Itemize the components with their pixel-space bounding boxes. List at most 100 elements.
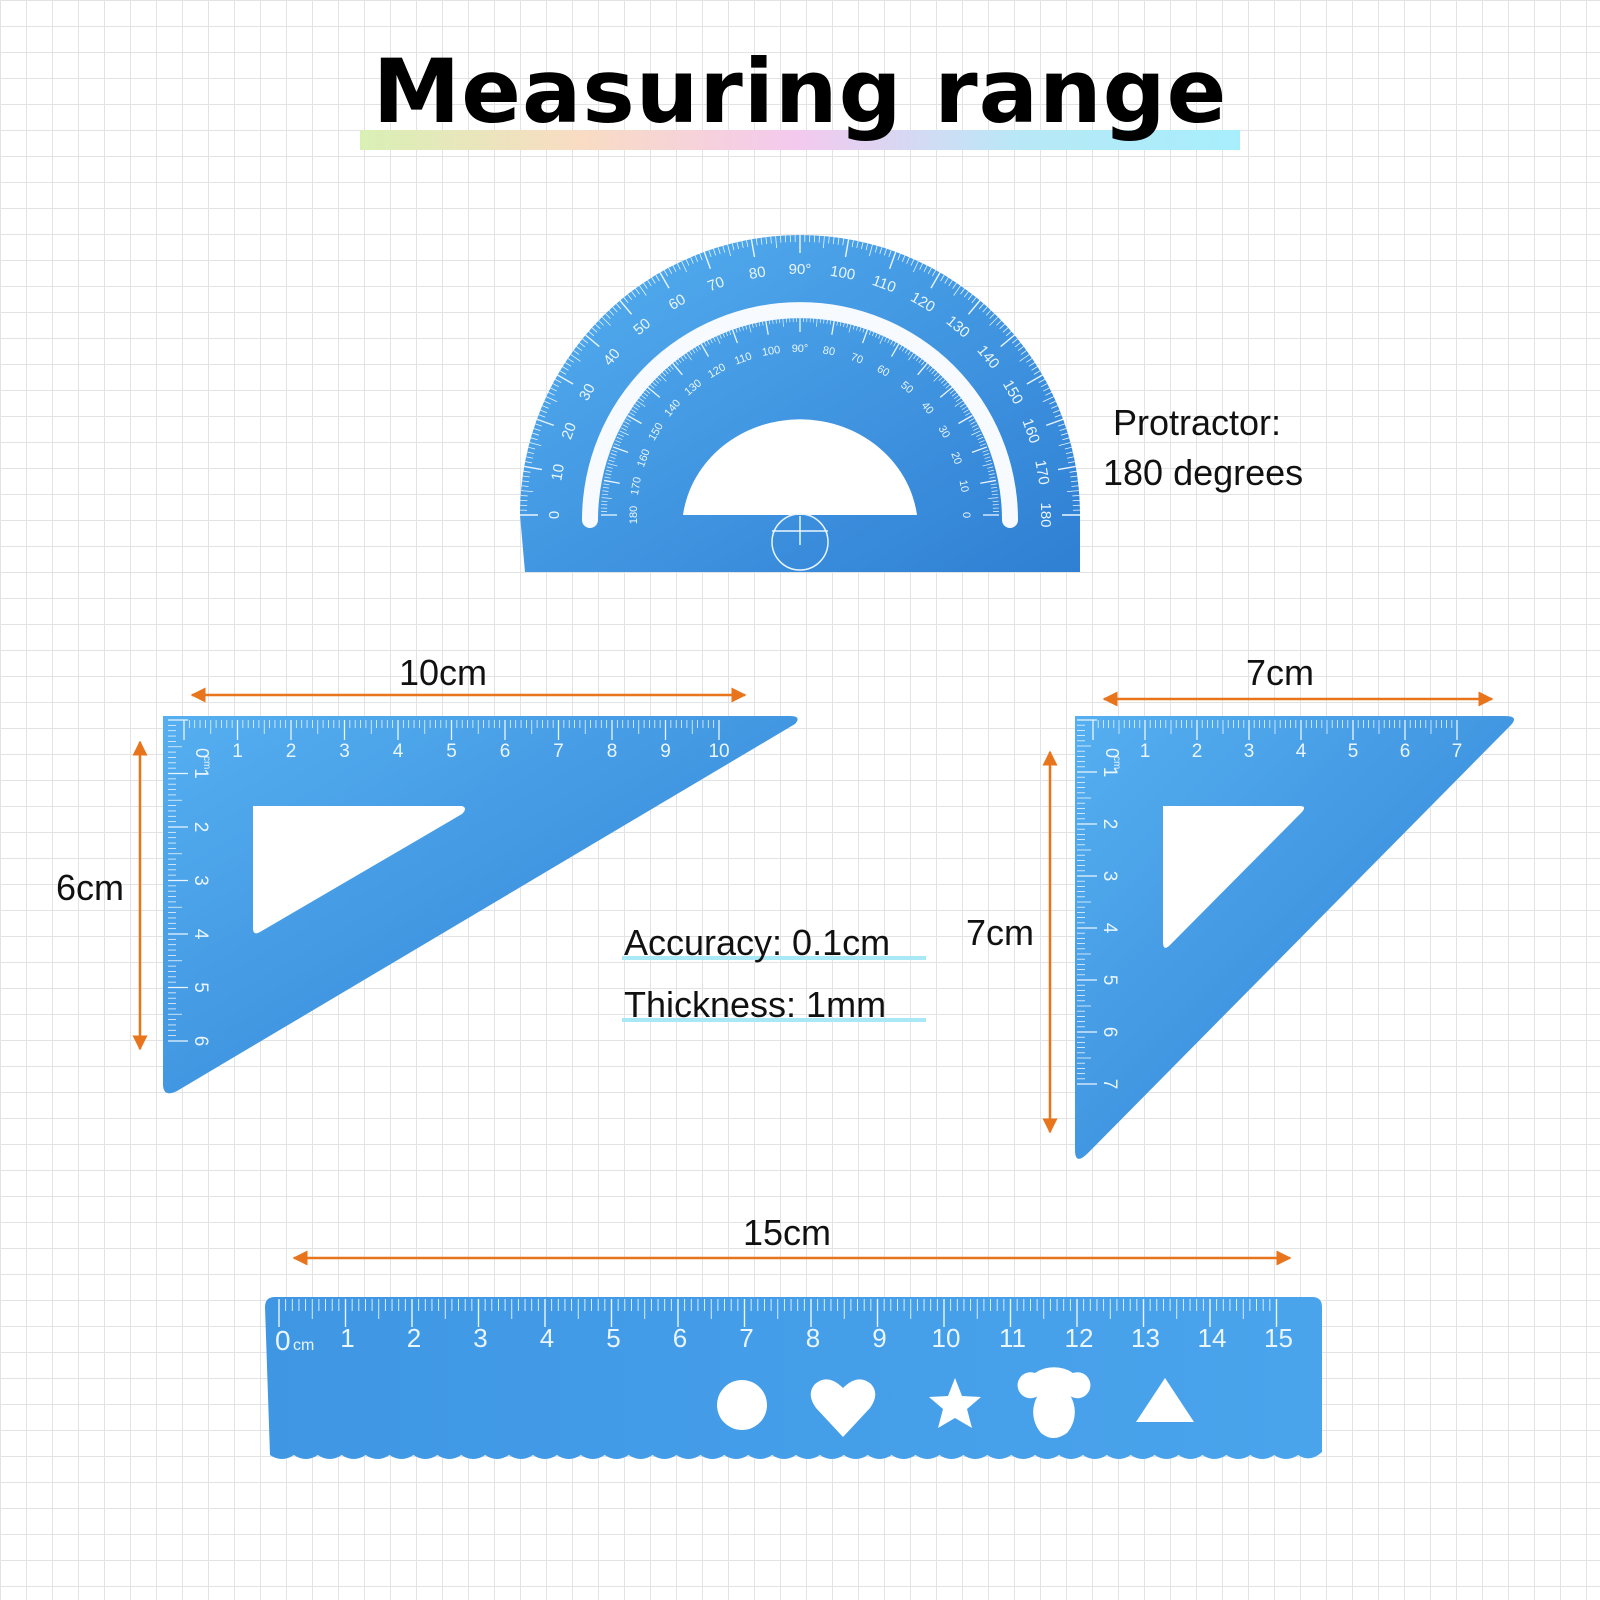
- tick-mark: [606, 466, 613, 469]
- tick-mark: [836, 319, 839, 326]
- tick-mark: [579, 342, 586, 348]
- tick-mark: [647, 386, 661, 398]
- tick-mark: [816, 316, 818, 327]
- tick-mark: [826, 317, 829, 324]
- tick-mark: [977, 436, 984, 440]
- tick-mark: [612, 306, 618, 313]
- tick-mark: [573, 350, 580, 355]
- tick-mark: [1049, 400, 1056, 405]
- ruler-label: 4: [540, 1323, 554, 1353]
- tick-mark: [741, 241, 744, 249]
- protractor-ticks: [520, 235, 1080, 516]
- protractor-inner-label: 60: [875, 363, 892, 380]
- tick-mark: [865, 243, 869, 251]
- ruler-label: 6: [673, 1323, 687, 1353]
- tick-mark: [690, 257, 694, 264]
- tick-mark: [1066, 456, 1074, 459]
- tick-mark: [778, 317, 781, 324]
- tick-mark: [525, 461, 533, 464]
- tick-mark: [982, 306, 988, 313]
- tick-mark: [842, 238, 845, 246]
- tick-mark: [923, 265, 928, 272]
- tick-mark: [661, 371, 667, 377]
- tick-mark: [968, 418, 975, 422]
- tri-b-side-label: 5: [1099, 975, 1120, 986]
- tick-mark: [718, 333, 722, 339]
- title-underline: [360, 130, 1240, 150]
- tick-mark: [530, 437, 538, 441]
- tick-mark: [669, 364, 674, 370]
- tick-mark: [887, 337, 891, 344]
- heart-icon: [810, 1379, 876, 1437]
- tick-mark: [764, 318, 769, 335]
- tick-mark: [602, 490, 609, 492]
- tick-mark: [879, 247, 883, 255]
- tick-mark: [868, 329, 872, 335]
- triangle-b-zero-label: 0: [1102, 748, 1122, 758]
- protractor-inner-label: 90°: [792, 343, 809, 355]
- tick-mark: [532, 432, 540, 436]
- tick-mark: [585, 334, 600, 348]
- ruler-unit-label: cm: [293, 1337, 314, 1354]
- tick-mark: [602, 493, 609, 496]
- protractor-outer-label: 180: [1037, 502, 1054, 527]
- tick-mark: [611, 449, 618, 453]
- tick-mark: [976, 433, 982, 437]
- tick-mark: [647, 279, 652, 287]
- tick-mark: [1070, 475, 1078, 478]
- tick-mark: [709, 337, 713, 344]
- tick-mark: [603, 483, 610, 486]
- tick-mark: [955, 397, 962, 402]
- tick-mark: [703, 340, 707, 347]
- tick-mark: [971, 446, 988, 454]
- tick-mark: [697, 344, 701, 350]
- tick-mark: [771, 317, 774, 324]
- tick-mark: [1011, 338, 1018, 344]
- tick-mark: [676, 263, 681, 270]
- tick-mark: [605, 313, 611, 319]
- tri-b-top-label: 2: [1192, 741, 1203, 762]
- tick-mark: [775, 317, 777, 324]
- tick-mark: [582, 338, 589, 344]
- protractor-inner-label: 20: [948, 450, 963, 466]
- tick-mark: [954, 400, 964, 407]
- tick-mark: [971, 424, 978, 428]
- tick-mark: [608, 309, 615, 316]
- tick-mark: [985, 459, 992, 463]
- tick-mark: [1069, 470, 1077, 473]
- tick-mark: [691, 347, 696, 354]
- tick-mark: [591, 327, 598, 333]
- tick-mark: [906, 257, 910, 264]
- triangle-a-zero-label: 0: [192, 748, 212, 758]
- tri-a-top-label: 9: [660, 741, 671, 762]
- tick-mark: [945, 384, 951, 389]
- tick-mark: [1052, 409, 1060, 414]
- tick-mark: [552, 383, 560, 388]
- ruler-label: 1: [340, 1323, 354, 1353]
- tick-mark: [557, 374, 574, 385]
- tick-mark: [1057, 465, 1076, 471]
- tri-b-side-label: 2: [1099, 819, 1120, 830]
- tick-mark: [938, 376, 944, 382]
- tick-mark: [1059, 428, 1067, 432]
- tick-mark: [645, 389, 651, 394]
- tick-mark: [722, 245, 726, 253]
- tri-a-top-label: 2: [286, 741, 297, 762]
- tri-b-top-label: 1: [1140, 741, 1151, 762]
- tick-mark: [1000, 334, 1015, 348]
- tick-mark: [907, 349, 912, 356]
- tick-mark: [917, 362, 929, 376]
- tick-mark: [609, 456, 616, 459]
- tick-mark: [831, 318, 836, 335]
- tick-mark: [615, 440, 622, 444]
- tick-mark: [659, 374, 667, 382]
- tick-mark: [1040, 383, 1048, 388]
- tri-b-top-label: 5: [1348, 741, 1359, 762]
- tick-mark: [550, 387, 557, 392]
- tick-mark: [651, 277, 656, 284]
- tick-mark: [983, 453, 990, 456]
- protractor-outer-label: 20: [558, 420, 580, 441]
- protractor-center-mark: [771, 513, 829, 571]
- tick-mark: [627, 414, 642, 425]
